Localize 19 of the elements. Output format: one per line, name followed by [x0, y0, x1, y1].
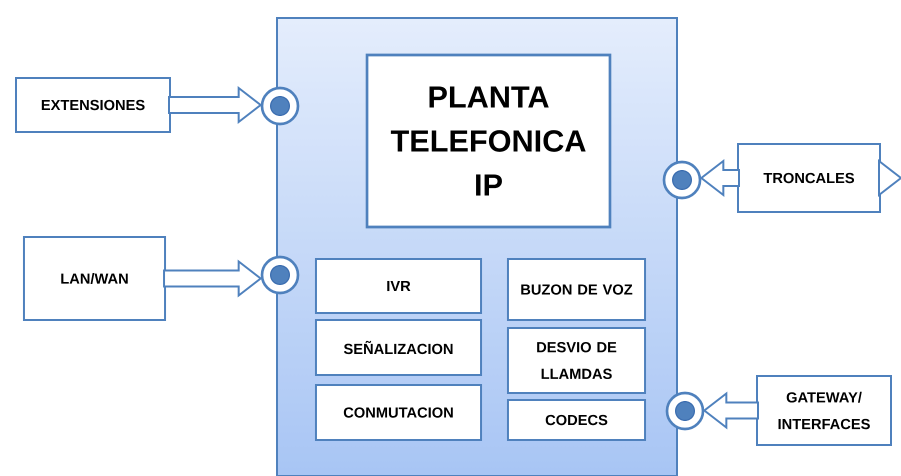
block-arrow	[700, 158, 740, 198]
label-box: SEÑALIZACION	[314, 319, 482, 376]
label-box: EXTENSIONES	[15, 77, 171, 133]
connector-circle	[662, 160, 702, 200]
title-box: PLANTA TELEFONICA IP	[366, 54, 612, 228]
block-arrow	[168, 86, 262, 124]
label-box: DESVIO DE LLAMDAS	[506, 326, 646, 394]
label-box: CODECS	[506, 399, 646, 441]
block-arrow	[702, 391, 759, 430]
label-box: BUZON DE VOZ	[506, 258, 646, 322]
block-arrow	[163, 259, 262, 298]
label-box: IVR	[314, 258, 482, 314]
connector-circle	[260, 86, 300, 126]
label-box: CONMUTACION	[314, 384, 482, 441]
label-box: GATEWAY/ INTERFACES	[756, 374, 892, 446]
label-box: TRONCALES	[737, 143, 881, 213]
label-box: LAN/WAN	[22, 236, 166, 321]
connector-circle	[666, 392, 704, 430]
connector-circle	[260, 256, 300, 294]
